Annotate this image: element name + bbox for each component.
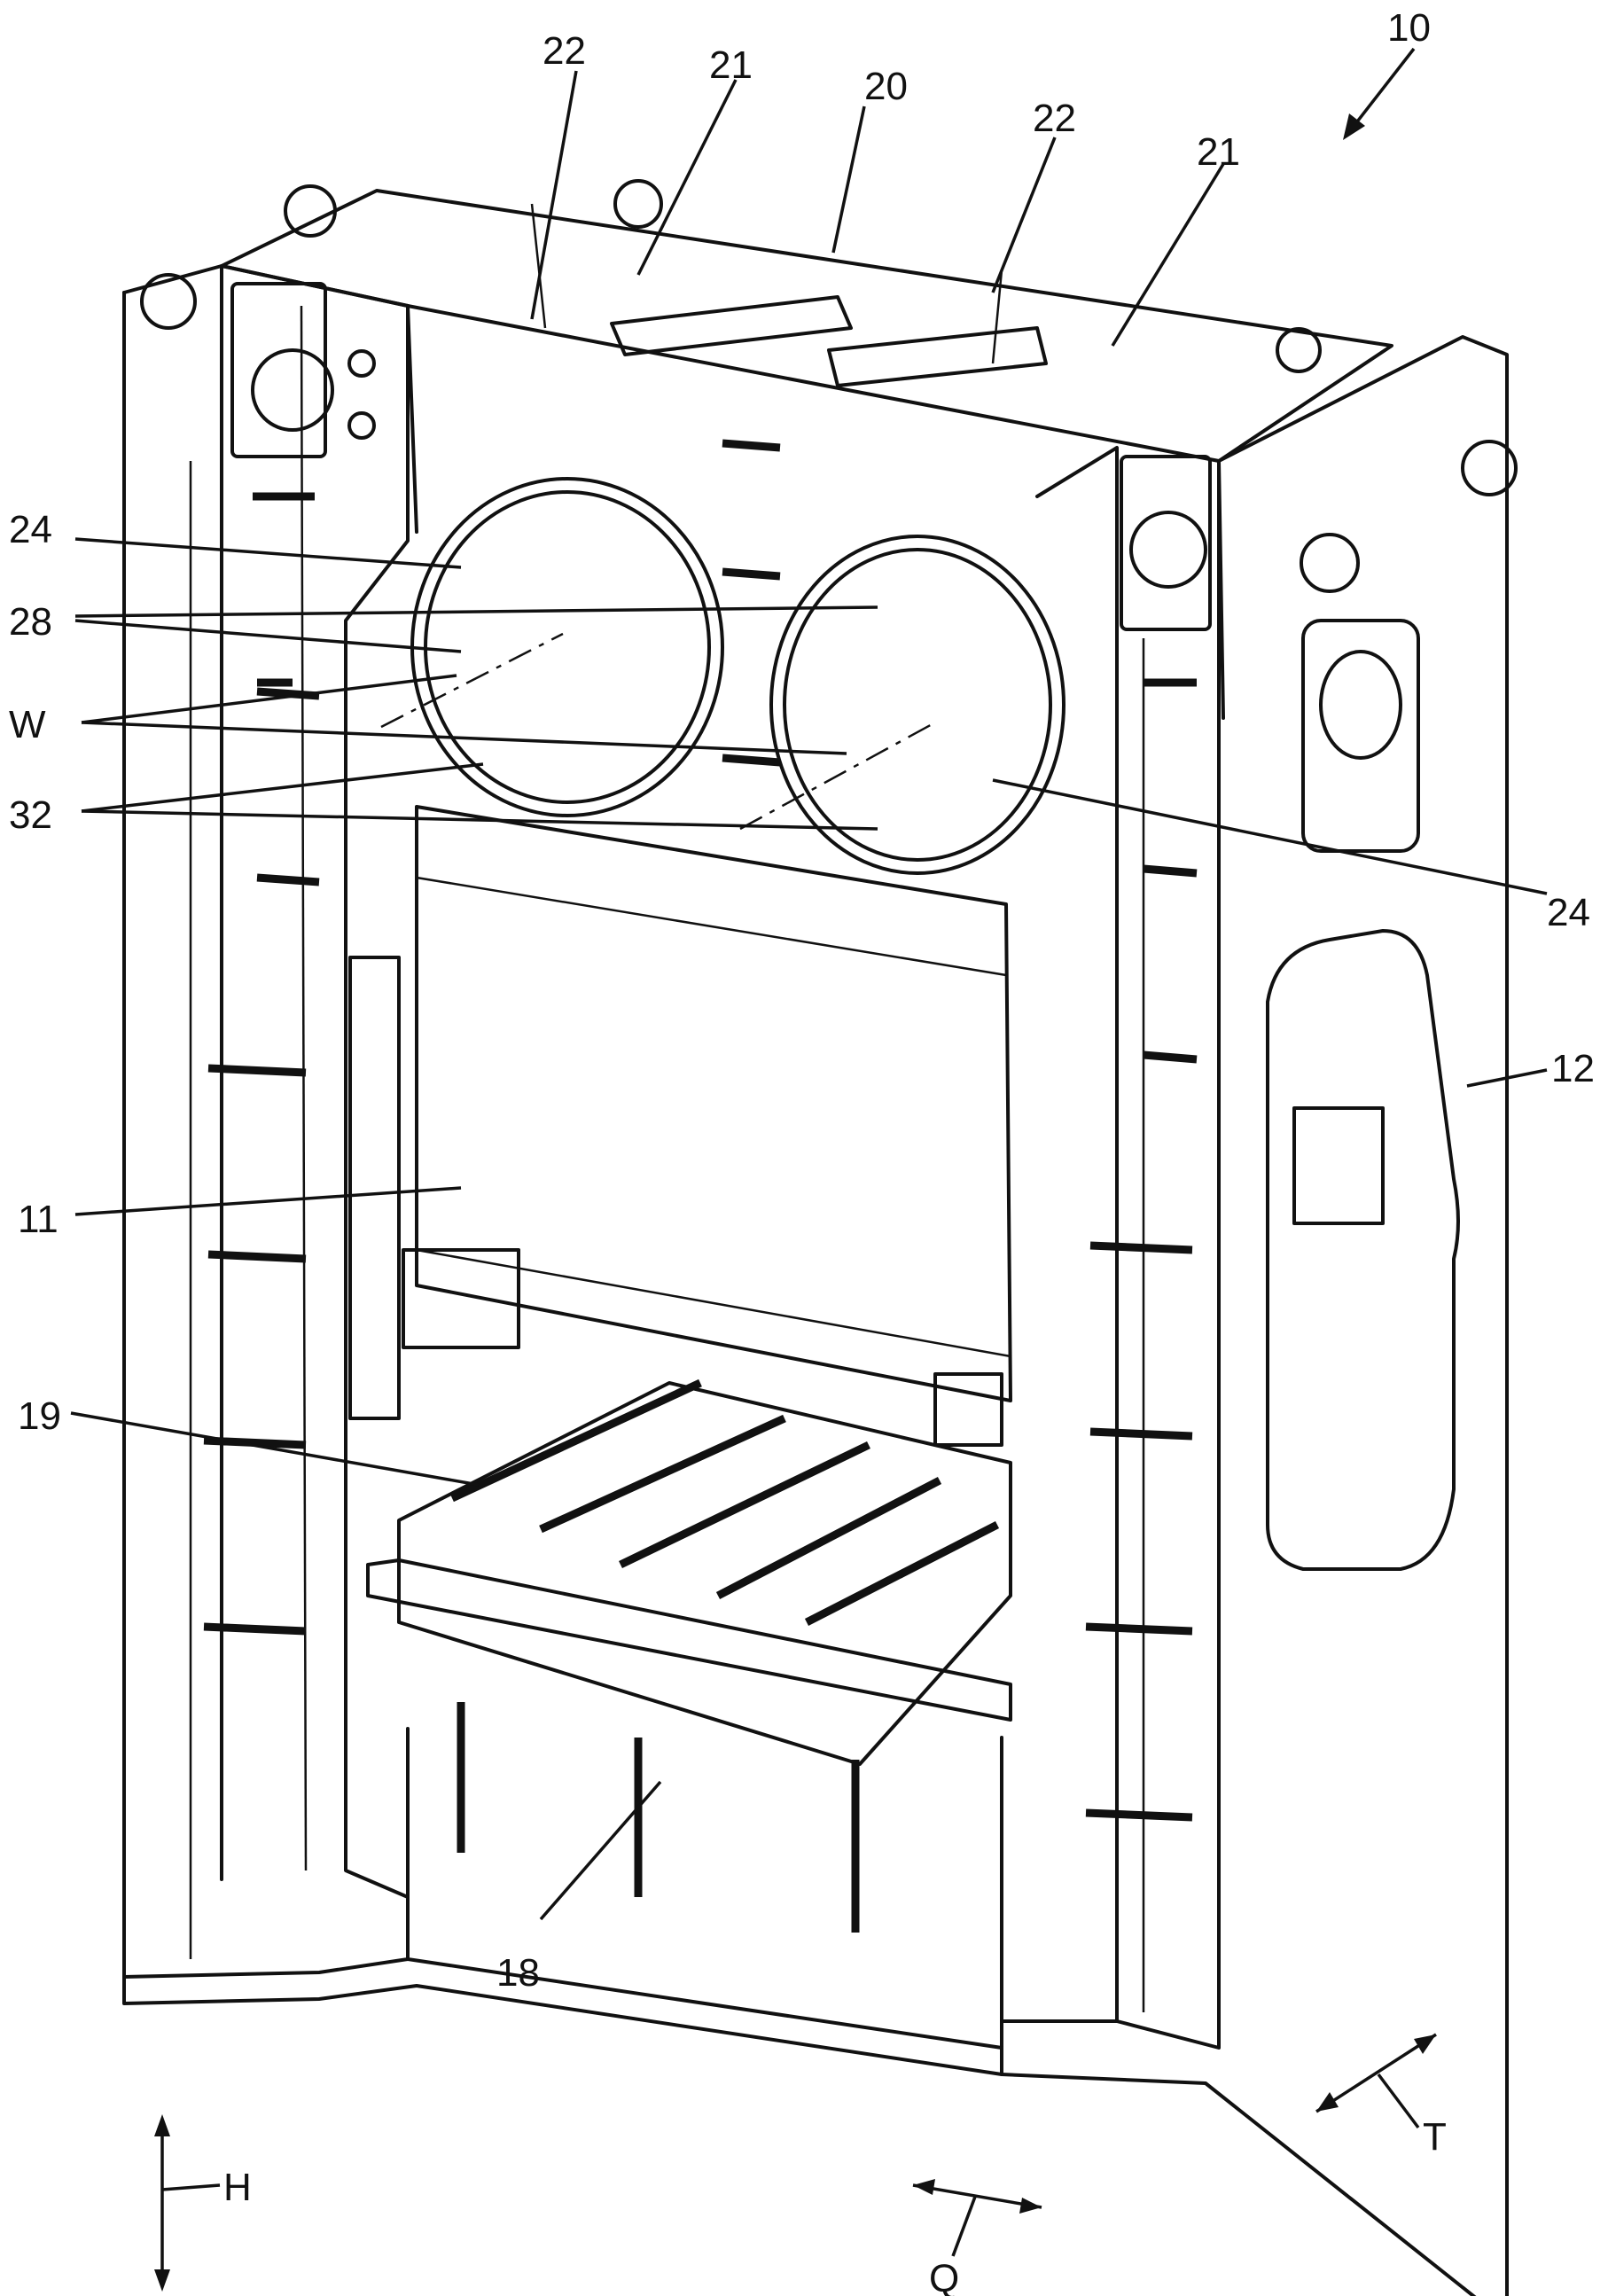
lifting-lug-icon — [615, 181, 661, 227]
label-T: T — [1423, 2115, 1447, 2159]
label-10: 10 — [1387, 6, 1431, 50]
direction-h-arrow-icon — [154, 2114, 220, 2292]
lifting-lug-icon — [1277, 329, 1320, 371]
label-21-left: 21 — [709, 43, 753, 87]
crank-axes — [381, 634, 935, 829]
label-32: 32 — [9, 793, 52, 837]
arrow-10-icon — [1343, 49, 1414, 140]
right-column — [1002, 337, 1516, 2296]
bearing-icon — [253, 350, 332, 430]
label-H: H — [223, 2166, 252, 2209]
lower-frame — [124, 1702, 1507, 2296]
direction-t-arrow-icon — [1316, 2034, 1436, 2128]
label-22-right: 22 — [1033, 97, 1076, 140]
label-22-left: 22 — [543, 29, 586, 73]
drive-wheel-icon — [1321, 652, 1401, 758]
guide-block — [1294, 1108, 1383, 1223]
label-Q: Q — [929, 2257, 959, 2296]
label-11: 11 — [18, 1198, 59, 1241]
lifting-lug-icon — [285, 186, 335, 236]
label-20: 20 — [864, 65, 908, 108]
guide-rail — [350, 957, 399, 1418]
direction-q-arrow-icon — [913, 2179, 1042, 2256]
bearing-icon — [1131, 512, 1206, 587]
label-12: 12 — [1551, 1047, 1595, 1090]
lifting-lug-icon — [1301, 535, 1358, 591]
clamp-block — [935, 1374, 1002, 1445]
ram-slide — [350, 807, 1011, 1445]
left-column — [124, 266, 408, 1977]
label-W: W — [9, 703, 46, 746]
lifting-lug-icon — [142, 275, 195, 328]
label-28: 28 — [9, 600, 52, 644]
crank-disc-right — [771, 536, 1064, 873]
label-18: 18 — [496, 1951, 540, 1995]
label-19: 19 — [18, 1394, 61, 1438]
crank-disc-left — [412, 479, 722, 816]
label-24-left: 24 — [9, 508, 52, 551]
label-24-right: 24 — [1547, 891, 1590, 934]
label-21-right: 21 — [1197, 130, 1240, 174]
